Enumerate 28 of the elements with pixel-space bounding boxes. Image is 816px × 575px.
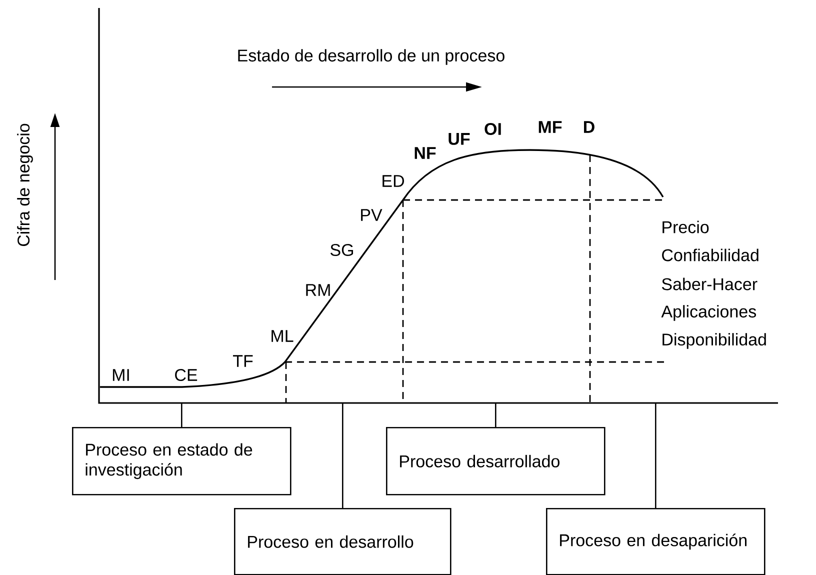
curve-label: Disponibilidad [662,333,766,349]
curve-label: Cifra de negocio [17,124,33,246]
curve-label: MF [538,121,562,133]
curve-label: Aplicaciones [661,305,756,321]
curve-label: SG [330,244,354,256]
curve-label: PV [361,209,382,221]
stem-line [181,403,182,427]
stage-box: Proceso desarrollado [386,427,606,496]
stage-box: Proceso en desarrollo [234,508,452,575]
curve-label: RM [306,284,330,296]
stage-box: Proceso en estado de investigación [72,427,292,496]
curve-label: MI [112,369,129,381]
curve-label: CE [175,368,198,382]
curve-label: TF [233,355,253,367]
curve-label: OI [484,122,501,136]
stage-box: Proceso en desaparición [546,508,766,575]
curve-label: Precio [662,220,709,234]
curve-label: UF [448,133,470,145]
title: Estado de desarrollo de un proceso [238,49,504,65]
stem-line [342,403,344,508]
stem-line [495,403,496,427]
stem-line [655,403,656,508]
curve-label: D [584,121,594,133]
curve-label: NF [414,147,436,159]
curve-label: Saber-Hacer [662,278,758,290]
curve-label: ED [382,175,404,187]
curve-label: Confiabilidad [662,248,758,262]
curve-label: ML [272,330,294,342]
